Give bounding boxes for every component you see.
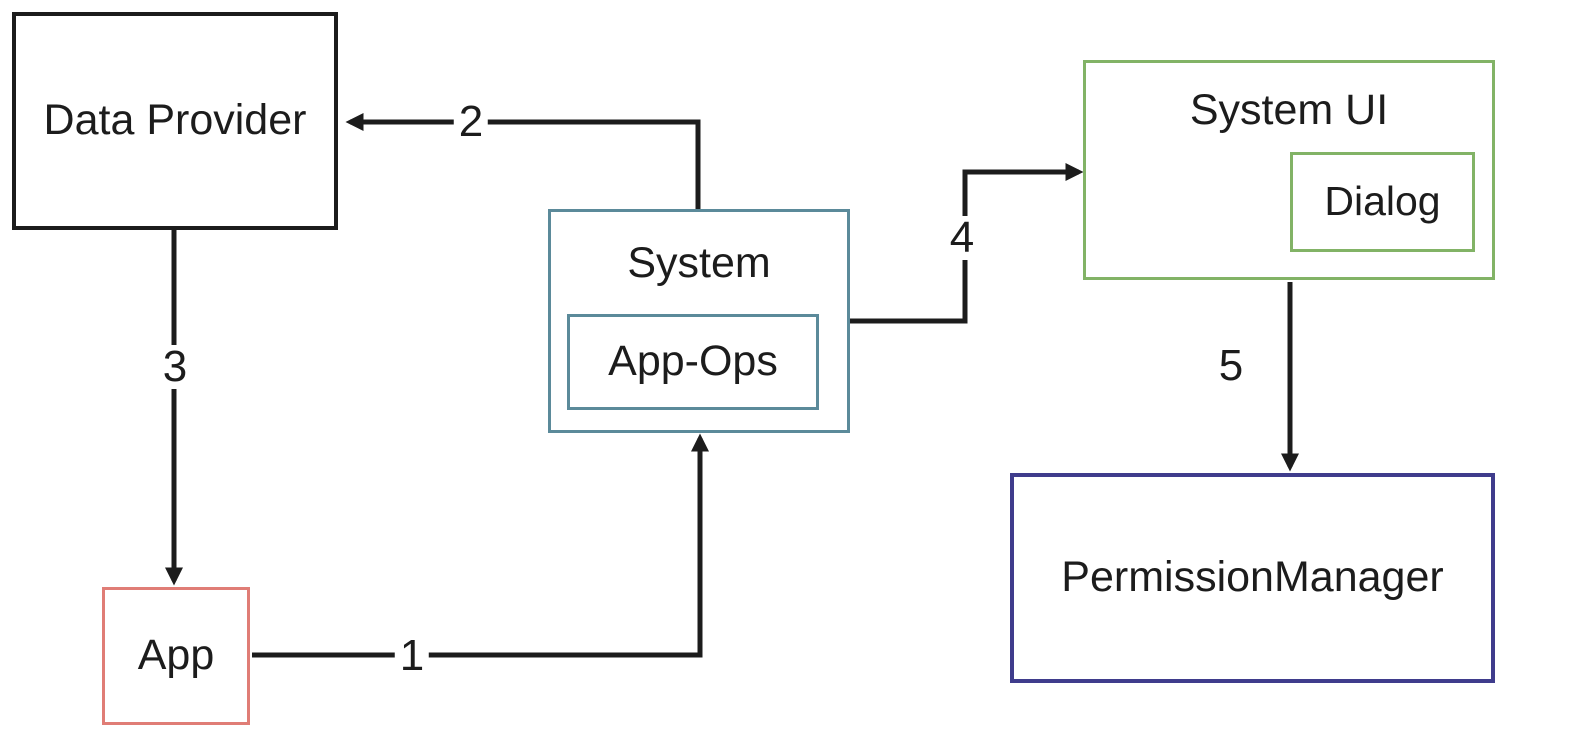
permission-manager-label: PermissionManager — [1061, 553, 1444, 602]
app-label: App — [137, 631, 215, 680]
dialog-label: Dialog — [1324, 178, 1441, 225]
edge-label-1: 1 — [394, 634, 430, 678]
arrow-1-app-to-system — [252, 433, 709, 658]
arrow-2-system-to-data-provider — [345, 113, 701, 209]
edge-label-3: 3 — [157, 345, 193, 389]
edge-label-5: 5 — [1213, 344, 1249, 388]
edge-label-4: 4 — [944, 216, 980, 260]
data-provider-box: Data Provider — [12, 12, 338, 230]
app-ops-box: App-Ops — [567, 314, 819, 410]
edge-label-2: 2 — [453, 100, 489, 144]
dialog-box: Dialog — [1290, 152, 1475, 252]
system-ui-label: System UI — [1189, 86, 1389, 134]
data-provider-label: Data Provider — [43, 96, 307, 145]
app-box: App — [102, 587, 250, 725]
app-ops-label: App-Ops — [608, 337, 778, 386]
permission-manager-box: PermissionManager — [1010, 473, 1495, 683]
system-label: System — [627, 239, 771, 287]
